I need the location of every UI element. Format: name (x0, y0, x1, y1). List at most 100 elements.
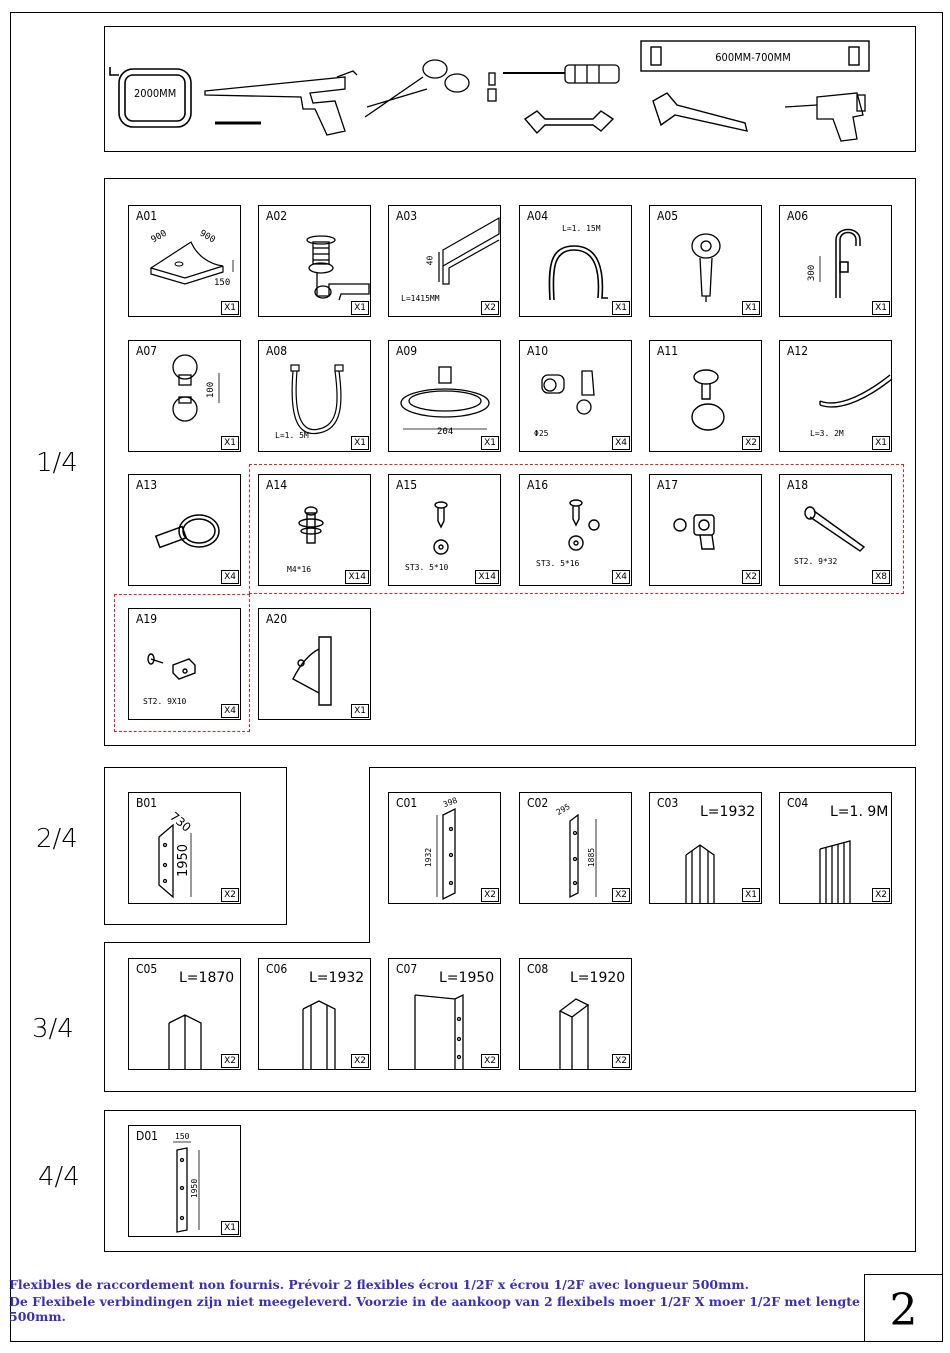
footer-note-nl: De Flexibele verbindingen zijn niet meeg… (9, 1294, 860, 1324)
part-C04: C04 L=1. 9M X2 (779, 792, 892, 904)
faucet-icon (819, 228, 861, 298)
wall-bracket-icon (292, 636, 332, 706)
dimension-label: 204 (437, 427, 454, 437)
page-number: 2 (864, 1274, 943, 1342)
page-border (10, 12, 943, 1342)
quantity-badge: X1 (872, 301, 890, 315)
seal-strip-icon (819, 374, 893, 408)
dimension-label: L=3. 2M (810, 429, 844, 438)
rain-shower-head-icon (400, 366, 490, 430)
quantity-badge: X1 (612, 301, 630, 315)
panel-outline (104, 767, 916, 1092)
quantity-badge: X2 (221, 888, 239, 902)
part-C05: C05 L=1870 X2 (128, 958, 241, 1070)
length-label: L=1950 (439, 970, 495, 986)
wall-profile-icon (414, 993, 464, 1069)
side-panel-icon (173, 1141, 200, 1233)
part-code: A06 (787, 209, 809, 223)
length-label: L=1. 9M (830, 804, 889, 820)
u-channel-profile-icon (302, 1000, 336, 1069)
quantity-badge: X2 (872, 888, 890, 902)
part-code: C04 (787, 796, 809, 810)
hand-shower-icon (691, 233, 721, 302)
part-A13: A13 X4 (128, 474, 241, 586)
dimension-label: 150 (175, 1132, 190, 1141)
part-code: A09 (396, 344, 418, 358)
screw-cap-icon (568, 499, 600, 551)
glass-door-panel-icon (436, 807, 456, 901)
quantity-badge: X1 (351, 436, 369, 450)
part-C01: C01 398 1932 X2 (388, 792, 501, 904)
shower-arm-icon (172, 354, 220, 422)
part-A07: A07 100 X1 (128, 340, 241, 452)
part-A16: A16 ST3. 5*16 X4 (519, 474, 632, 586)
part-C07: C07 L=1950 X2 (388, 958, 501, 1070)
angle-profile-icon (168, 1014, 202, 1069)
dimension-label: L=1. 5M (275, 431, 309, 440)
shower-tray-icon (149, 241, 234, 285)
part-code: D01 (136, 1129, 159, 1143)
pipe-clamp-icon (154, 514, 220, 549)
drain-waste-icon (306, 235, 370, 301)
dimension-label: 40 (425, 255, 435, 266)
adjustable-wrench-icon (652, 92, 748, 132)
part-code: A11 (657, 344, 679, 358)
part-D01: D01 150 1950 X1 (128, 1125, 241, 1237)
part-code: A20 (266, 612, 288, 626)
dimension-label: ST2. 9*32 (794, 557, 838, 566)
part-A15: A15 ST3. 5*10 X14 (388, 474, 501, 586)
quantity-badge: X14 (475, 570, 499, 584)
part-code: A19 (136, 612, 158, 626)
part-A03: A03 40 L=1415MM X2 (388, 205, 501, 317)
quantity-badge: X2 (481, 301, 499, 315)
quantity-badge: X2 (612, 888, 630, 902)
part-code: A04 (527, 209, 549, 223)
quantity-badge: X4 (221, 704, 239, 718)
quantity-badge: X1 (221, 436, 239, 450)
roller-wheel-icon (541, 370, 595, 415)
part-C08: C08 L=1920 X2 (519, 958, 632, 1070)
dimension-label: ST2. 9X10 (143, 697, 187, 706)
length-label: L=1932 (309, 970, 365, 986)
dimension-label: 150 (214, 278, 231, 288)
dimension-label: L=1415MM (401, 294, 440, 303)
part-A18: A18 ST2. 9*32 X8 (779, 474, 892, 586)
power-drill-icon (784, 92, 866, 142)
tape-measure-icon (109, 67, 192, 128)
part-code: C07 (396, 962, 418, 976)
dimension-label: 1950 (190, 1178, 200, 1199)
dimension-label: 1885 (587, 847, 597, 868)
part-code: A10 (527, 344, 549, 358)
quantity-badge: X4 (612, 570, 630, 584)
part-A10: A10 Φ25 X4 (519, 340, 632, 452)
part-code: A01 (136, 209, 158, 223)
part-A12: A12 L=3. 2M X1 (779, 340, 893, 452)
quantity-badge: X2 (742, 570, 760, 584)
part-C06: C06 L=1932 X2 (258, 958, 371, 1070)
stage-2-3-panel-c (104, 767, 916, 1092)
bolt-icon (298, 506, 324, 544)
quantity-badge: X2 (481, 1054, 499, 1068)
glass-panel-icon (158, 823, 192, 899)
fixed-glass-panel-icon (569, 813, 597, 899)
quantity-badge: X1 (742, 301, 760, 315)
length-label: L=1870 (179, 970, 235, 986)
tools-illustration: 600MM-700MM (109, 40, 870, 142)
part-code: C01 (396, 796, 418, 810)
wrench-icon (523, 110, 615, 135)
quantity-badge: X1 (221, 301, 239, 315)
dimension-label: Φ25 (534, 429, 549, 438)
dimension-label: L=1. 15M (562, 224, 601, 233)
part-C02: C02 295 1885 X2 (519, 792, 632, 904)
screw-washer-icon (433, 501, 449, 555)
part-code: A18 (787, 478, 809, 492)
quantity-badge: X1 (742, 888, 760, 902)
part-code: A03 (396, 209, 418, 223)
part-A14: A14 M4*16 X14 (258, 474, 371, 586)
part-A06: A06 300 X1 (779, 205, 892, 317)
dimension-label: ST3. 5*10 (405, 563, 449, 572)
scissors-icon (364, 59, 470, 118)
part-B01: B01 730 1950 X2 (128, 792, 241, 904)
part-A08: A08 L=1. 5M X1 (258, 340, 371, 452)
stage-2-label: 2/4 (36, 824, 78, 854)
